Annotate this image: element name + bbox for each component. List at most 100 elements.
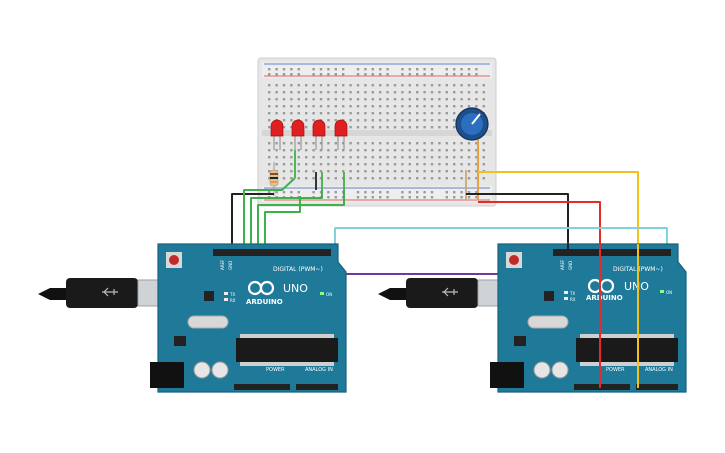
breadboard-hole (386, 156, 389, 159)
breadboard-hole (305, 149, 308, 152)
breadboard-hole (334, 142, 337, 145)
rail-hole (430, 68, 434, 71)
breadboard-hole (401, 126, 404, 129)
breadboard-hole (430, 98, 434, 101)
breadboard-hole (356, 149, 360, 152)
breadboard-hole (408, 163, 411, 166)
rail-hole (423, 196, 426, 199)
breadboard-hole (305, 119, 308, 122)
breadboard-hole (475, 177, 478, 180)
breadboard-hole (475, 98, 478, 101)
breadboard-hole (371, 91, 374, 94)
rail-hole (275, 68, 278, 71)
breadboard-hole (290, 177, 293, 180)
breadboard-hole (371, 163, 374, 166)
breadboard-hole (327, 126, 330, 129)
breadboard-hole (275, 156, 278, 159)
rail-hole (386, 73, 389, 76)
breadboard-hole (268, 91, 271, 94)
breadboard-hole (356, 98, 360, 101)
breadboard-hole (297, 156, 300, 159)
breadboard-hole (327, 84, 330, 87)
breadboard-hole (297, 98, 300, 101)
breadboard-hole (453, 98, 456, 101)
breadboard-hole (423, 163, 426, 166)
breadboard-hole (445, 119, 448, 122)
breadboard-hole (349, 84, 352, 87)
breadboard-hole (371, 119, 374, 122)
breadboard-hole (401, 170, 404, 173)
potentiometer[interactable] (455, 107, 489, 141)
breadboard-hole (416, 177, 419, 180)
breadboard-hole (393, 170, 397, 173)
rail-hole (275, 73, 278, 76)
breadboard-hole (364, 119, 367, 122)
breadboard-hole (379, 156, 382, 159)
reset-button-right[interactable] (506, 252, 522, 268)
breadboard-hole (349, 163, 352, 166)
breadboard-hole (453, 119, 456, 122)
breadboard-hole (319, 105, 323, 108)
on-label-left: ON (326, 292, 332, 297)
breadboard-hole (416, 119, 419, 122)
breadboard-hole (319, 163, 323, 166)
breadboard-hole (475, 163, 478, 166)
rail-hole (467, 68, 471, 71)
breadboard-hole (282, 98, 286, 101)
rail-hole (268, 68, 271, 71)
breadboard-hole (386, 170, 389, 173)
breadboard-hole (290, 112, 293, 115)
breadboard-hole (379, 84, 382, 87)
rail-hole (334, 68, 337, 71)
breadboard-hole (460, 105, 463, 108)
breadboard-hole (430, 177, 434, 180)
rail-hole (379, 191, 382, 194)
breadboard-hole (467, 105, 471, 108)
rail-hole (453, 191, 456, 194)
breadboard-hole (356, 156, 360, 159)
breadboard-hole (445, 170, 448, 173)
breadboard-hole (268, 149, 271, 152)
led-4 (334, 119, 348, 150)
rail-hole (364, 73, 367, 76)
breadboard-hole (393, 142, 397, 145)
breadboard-hole (364, 98, 367, 101)
breadboard-hole (342, 105, 345, 108)
leds (270, 119, 348, 150)
breadboard-hole (445, 156, 448, 159)
breadboard-hole (467, 98, 471, 101)
breadboard-hole (445, 149, 448, 152)
rail-hole (445, 68, 448, 71)
breadboard-hole (305, 170, 308, 173)
rail-hole (386, 68, 389, 71)
breadboard-hole (282, 163, 286, 166)
breadboard-hole (371, 149, 374, 152)
rail-hole (282, 68, 286, 71)
breadboard-hole (334, 84, 337, 87)
power-header-right (574, 384, 630, 390)
breadboard-hole (445, 126, 448, 129)
breadboard-hole (438, 105, 441, 108)
breadboard-hole (327, 91, 330, 94)
breadboard-hole (423, 126, 426, 129)
breadboard-hole (408, 170, 411, 173)
breadboard (257, 57, 497, 207)
breadboard-hole (290, 149, 293, 152)
breadboard-hole (379, 119, 382, 122)
breadboard-hole (445, 98, 448, 101)
uno-label-left: UNO (283, 282, 308, 295)
rail-hole (290, 73, 293, 76)
analog-header-right (636, 384, 678, 390)
breadboard-hole (430, 112, 434, 115)
breadboard-hole (334, 163, 337, 166)
breadboard-hole (275, 105, 278, 108)
breadboard-hole (356, 170, 360, 173)
rail-hole (467, 73, 471, 76)
reset-button-left[interactable] (166, 252, 182, 268)
breadboard-hole (467, 156, 471, 159)
rail-hole (290, 68, 293, 71)
breadboard-hole (475, 156, 478, 159)
rail-hole (423, 191, 426, 194)
rail-hole (356, 196, 360, 199)
